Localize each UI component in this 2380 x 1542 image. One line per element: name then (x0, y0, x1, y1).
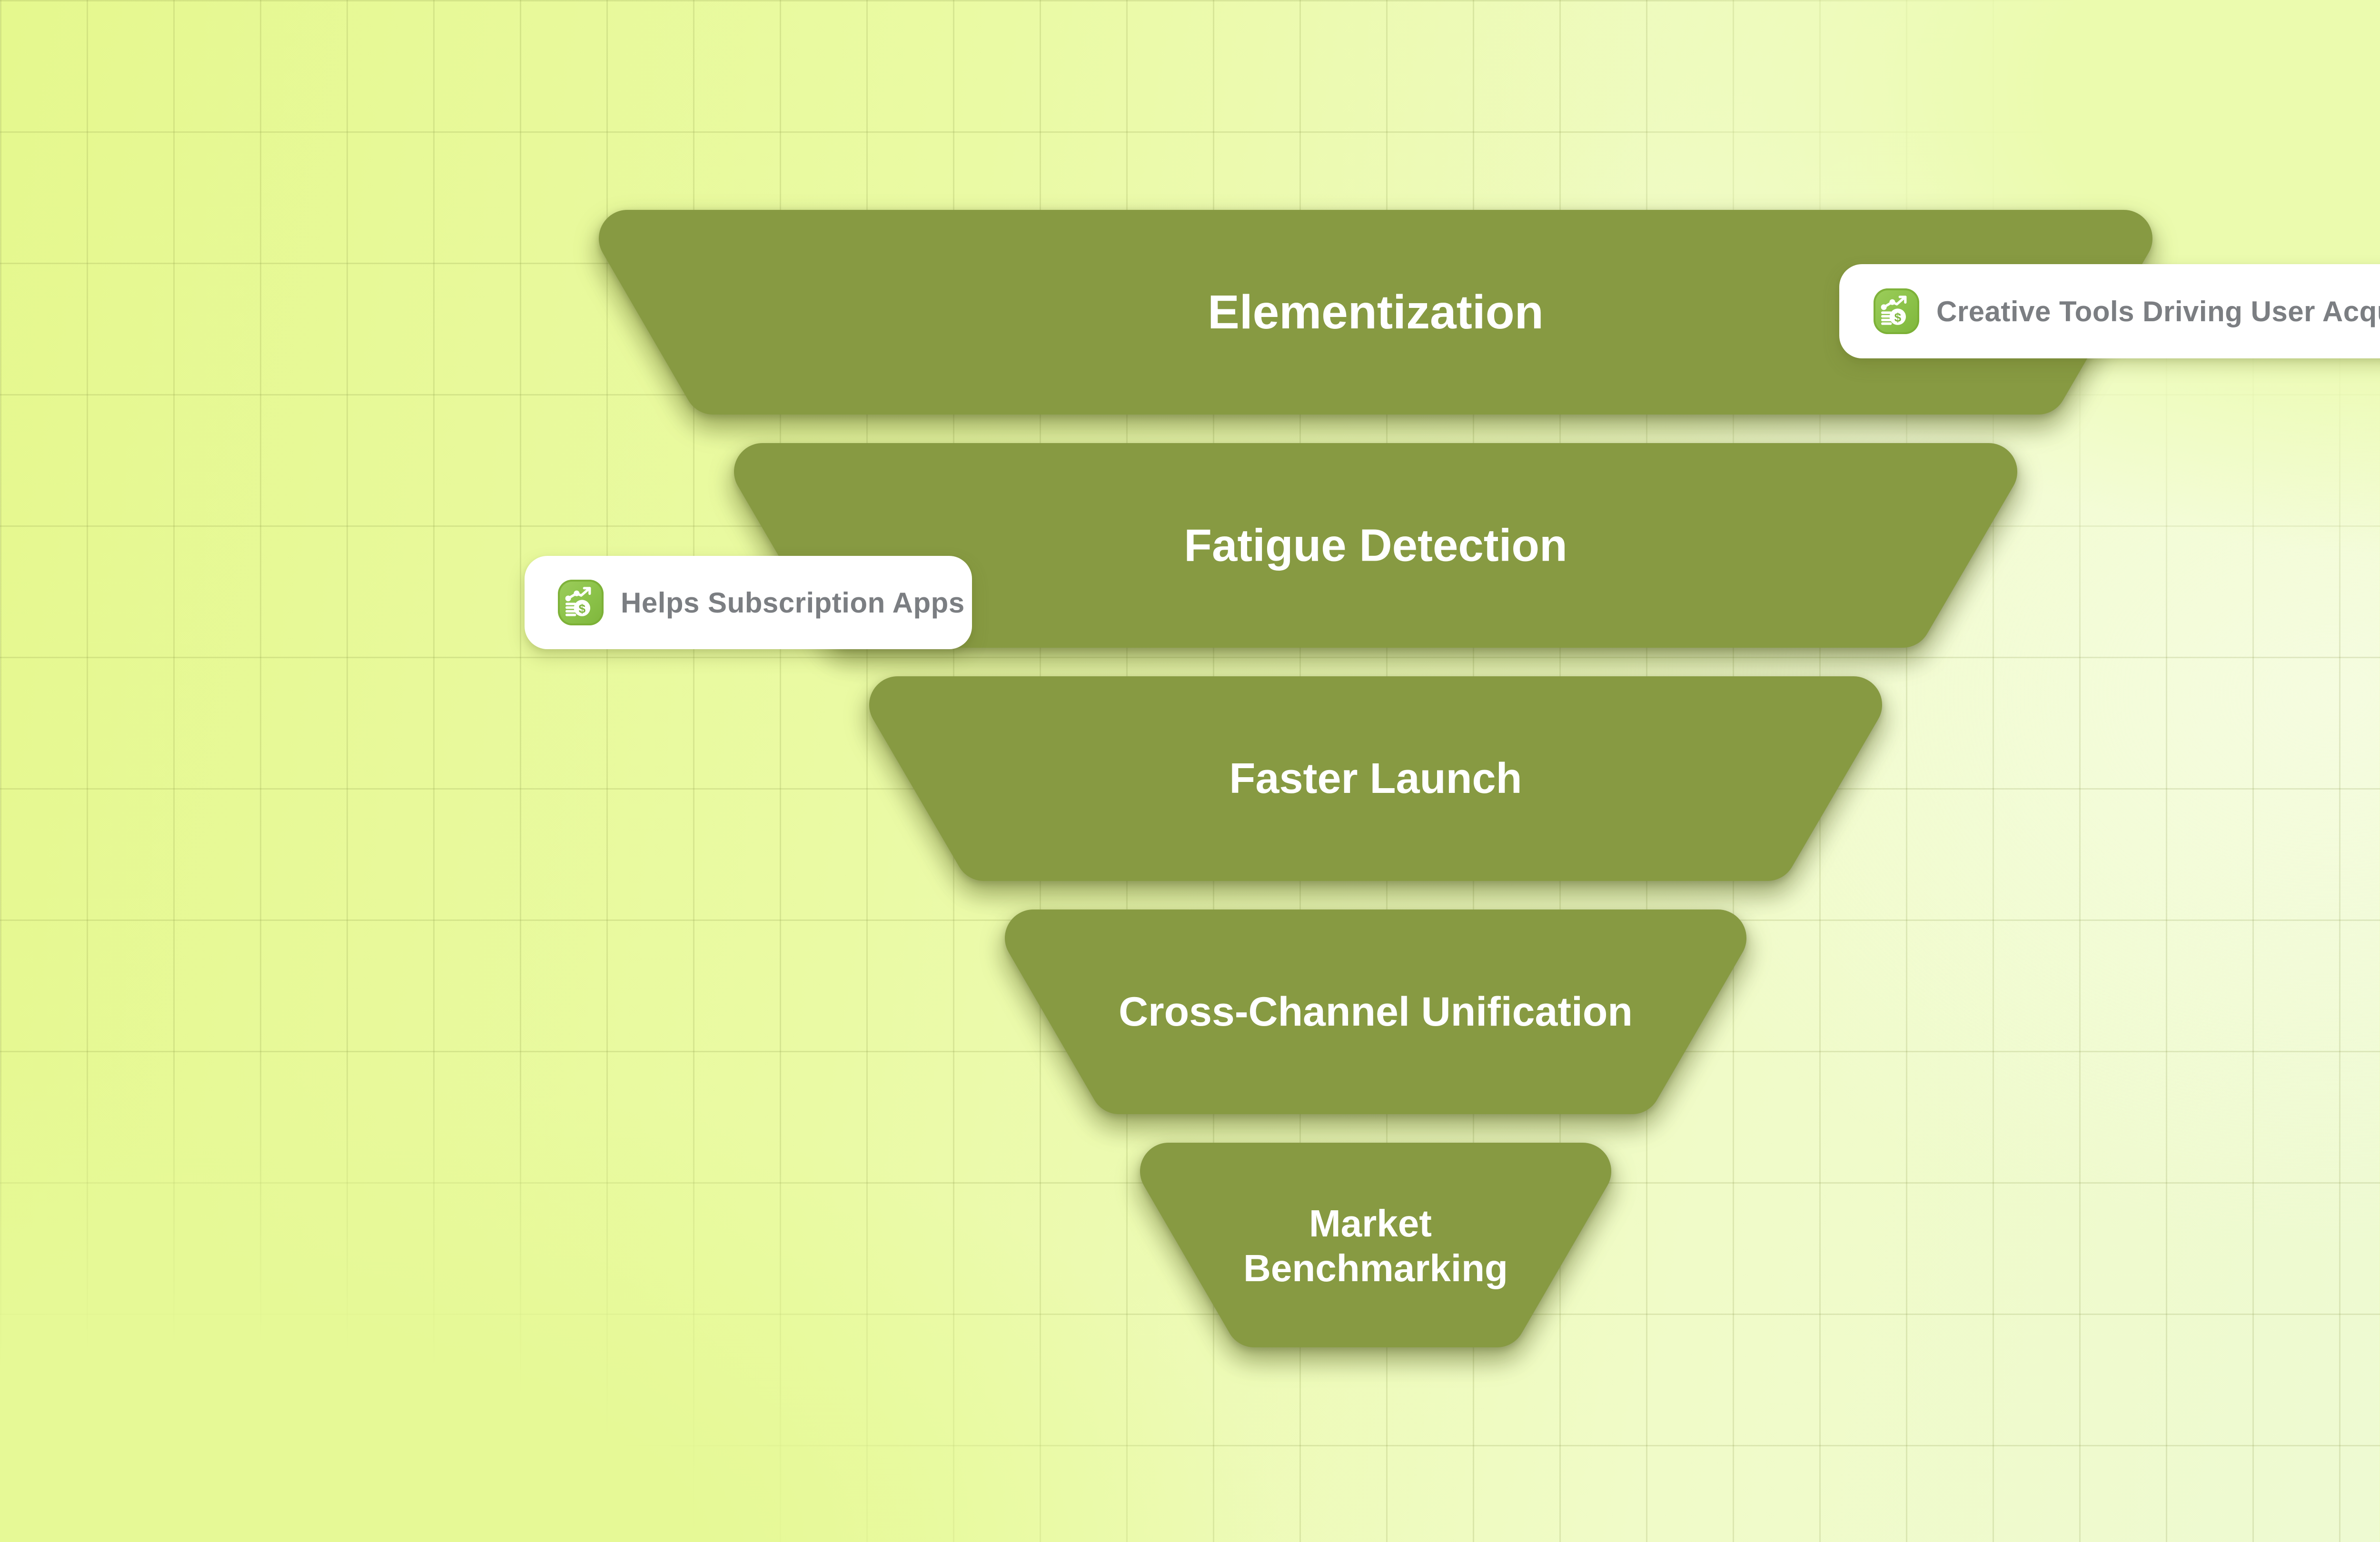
funnel-stage-1-label: Elementization (1208, 286, 1544, 339)
funnel-stage-5-label-line2: Benchmarking (1243, 1247, 1508, 1289)
finance-growth-icon: $ (1874, 288, 1919, 334)
funnel-stage-3-label: Faster Launch (1229, 755, 1522, 802)
funnel-stage-5-shape (1140, 1143, 1611, 1347)
funnel-stage-1-shape (599, 210, 2152, 415)
callout-creative-tools-text: Creative Tools Driving User Acquisition (1936, 295, 2380, 327)
dollar-glyph: $ (579, 602, 586, 616)
callout-subscription-apps: $ Helps Subscription Apps (525, 556, 972, 649)
funnel-stage-3-shape (869, 676, 1882, 881)
funnel-stage-4-shape (1005, 909, 1746, 1114)
funnel-stage-5-label-line1: Market (1309, 1202, 1432, 1245)
finance-growth-icon: $ (558, 580, 604, 625)
dollar-glyph: $ (1894, 310, 1902, 325)
funnel-stage-4-label: Cross-Channel Unification (1119, 989, 1633, 1035)
funnel-stage-5-label: Market Benchmarking (1243, 1202, 1508, 1289)
callout-subscription-apps-text: Helps Subscription Apps (621, 586, 965, 619)
funnel-stage-2-label: Fatigue Detection (1184, 520, 1567, 571)
callout-creative-tools: $ Creative Tools Driving User Acquisitio… (1839, 264, 2380, 358)
